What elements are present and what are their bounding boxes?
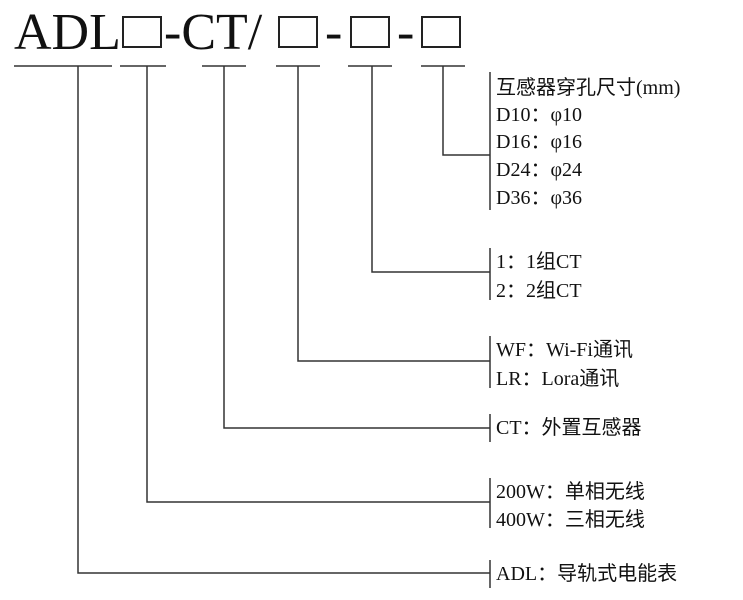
connector-ct — [223, 66, 490, 429]
connector-aperture — [442, 66, 490, 156]
aperture-option: D24：φ24 — [496, 159, 582, 181]
ct-count-option: 1：1组CT — [496, 251, 582, 273]
phase-option: 200W：单相无线 — [496, 481, 645, 503]
code-prefix: ADL — [14, 4, 121, 61]
connector-comm — [297, 66, 490, 362]
aperture-title: 互感器穿孔尺寸(mm) — [496, 77, 681, 99]
slot-box-ct-count — [350, 16, 390, 48]
aperture-option: D10：φ10 — [496, 104, 582, 126]
ct-option: CT：外置互感器 — [496, 417, 642, 439]
slot-box-comm — [278, 16, 318, 48]
connector-phase — [146, 66, 490, 503]
slot-box-phase — [122, 16, 162, 48]
code-ct-part: -CT/ — [164, 4, 263, 61]
comm-option: WF：Wi-Fi通讯 — [496, 339, 633, 361]
code-dash-1: - — [325, 4, 343, 61]
slot-box-aperture — [421, 16, 461, 48]
type-option: ADL：导轨式电能表 — [496, 563, 678, 585]
phase-option: 400W：三相无线 — [496, 509, 645, 531]
code-dash-2: - — [397, 4, 415, 61]
connector-type — [77, 66, 490, 574]
aperture-option: D16：φ16 — [496, 131, 582, 153]
connector-ct-count — [371, 66, 490, 273]
ct-count-option: 2：2组CT — [496, 280, 582, 302]
comm-option: LR：Lora通讯 — [496, 368, 620, 390]
aperture-option: D36：φ36 — [496, 187, 582, 209]
